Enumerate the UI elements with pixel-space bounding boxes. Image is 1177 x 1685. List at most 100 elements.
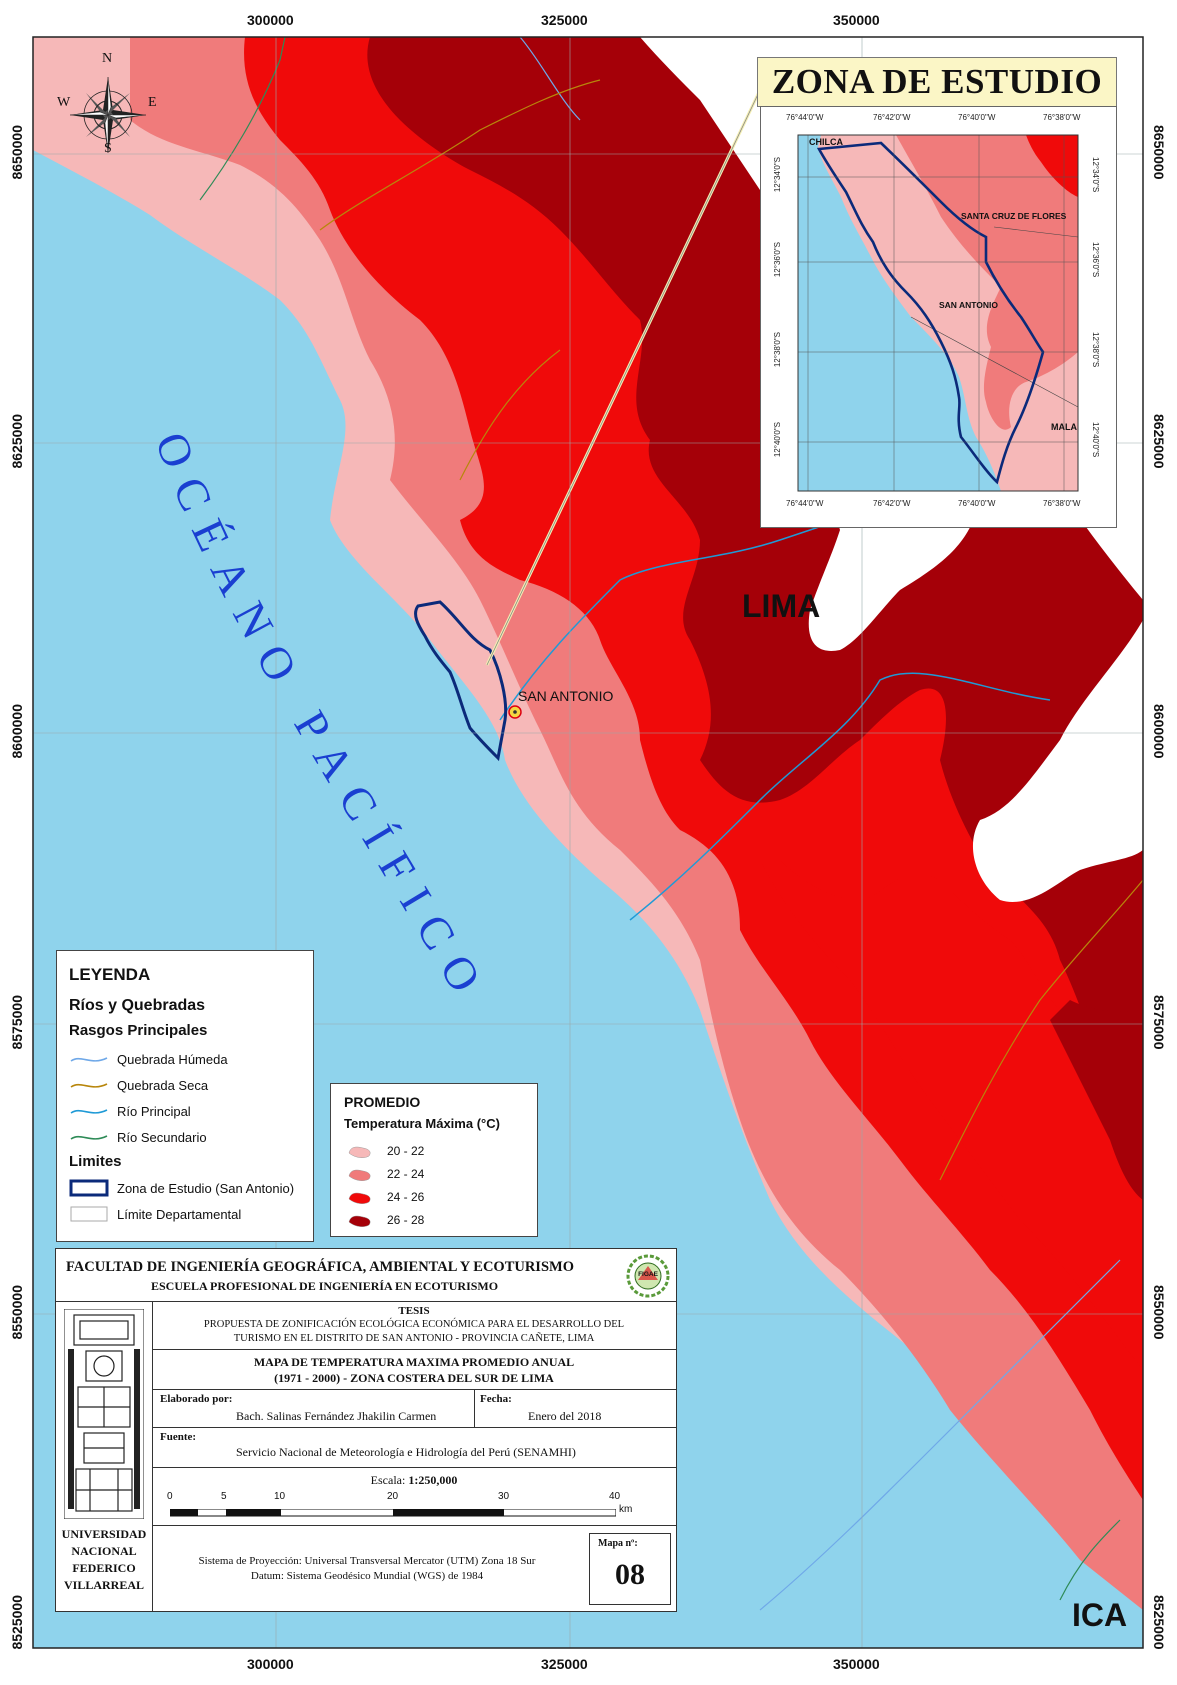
inset-label-chilca: CHILCA xyxy=(809,137,843,147)
x-tick-top-3: 350000 xyxy=(833,12,880,28)
outside-area-2 xyxy=(972,620,1143,903)
zone-26-28-lower xyxy=(1050,1000,1143,1200)
x-tick-top-2: 325000 xyxy=(541,12,588,28)
figae-logo: FIGAE xyxy=(626,1254,670,1298)
inset-right-tick-1: 12°34'0"S xyxy=(1091,157,1100,193)
river-seca xyxy=(319,79,601,231)
y-tick-right-1: 8650000 xyxy=(1151,125,1167,180)
inset-label-santa-cruz: SANTA CRUZ DE FLORES xyxy=(961,211,1067,221)
inset-left-tick-2: 12°36'0"S xyxy=(773,242,782,278)
faculty-name: FACULTAD DE INGENIERÍA GEOGRÁFICA, AMBIE… xyxy=(66,1259,574,1275)
scale-tick-0: 0 xyxy=(167,1491,173,1502)
scale-tick-30: 30 xyxy=(498,1491,510,1502)
inset-top-tick-3: 76°40'0"W xyxy=(958,113,996,122)
legend-features-title: Rasgos Principales xyxy=(69,1022,208,1039)
datum-text: Datum: Sistema Geodésico Mundial (WGS) d… xyxy=(250,1570,484,1582)
temperature-legend-title: PROMEDIO xyxy=(344,1094,421,1110)
date-label: Fecha: xyxy=(480,1393,512,1405)
river-humeda-2 xyxy=(759,1259,1121,1611)
legend-label: Zona de Estudio (San Antonio) xyxy=(117,1180,295,1196)
map-number-value: 08 xyxy=(615,1558,645,1591)
legend-rivers-title: Ríos y Quebradas xyxy=(69,997,206,1014)
class-swatch-icon xyxy=(348,1215,371,1227)
x-tick-bottom-1: 300000 xyxy=(247,1656,294,1672)
legend-label: Quebrada Húmeda xyxy=(117,1051,228,1067)
inset-bottom-tick-4: 76°38'0"W xyxy=(1043,499,1081,508)
y-tick-right-3: 8600000 xyxy=(1151,704,1167,759)
legend-box: LEYENDA Ríos y Quebradas Rasgos Principa… xyxy=(56,950,314,1242)
inset-right-tick-4: 12°40'0"S xyxy=(1091,422,1100,458)
temperature-class-label: 20 - 22 xyxy=(387,1144,425,1158)
author-label: Elaborado por: xyxy=(160,1393,233,1405)
inset-title: ZONA DE ESTUDIO xyxy=(757,57,1117,107)
figae-logo-icon xyxy=(626,1254,670,1298)
school-name: ESCUELA PROFESIONAL DE INGENIERÍA EN ECO… xyxy=(151,1279,499,1293)
inset-top-tick-1: 76°44'0"W xyxy=(786,113,824,122)
date-value: Enero del 2018 xyxy=(528,1409,602,1423)
map-number-label: Mapa nº: xyxy=(598,1538,638,1549)
rio-principal-line-icon xyxy=(70,1109,108,1114)
inset-bottom-tick-2: 76°42'0"W xyxy=(873,499,911,508)
rio-secundario-line-icon xyxy=(70,1135,108,1140)
author-value: Bach. Salinas Fernández Jhakilin Carmen xyxy=(236,1409,437,1423)
class-swatch-icon xyxy=(348,1146,371,1158)
river-seca-3 xyxy=(939,879,1143,1181)
compass-n: N xyxy=(102,51,113,66)
legend-title: LEYENDA xyxy=(69,965,151,984)
compass-s: S xyxy=(104,141,112,156)
scale-unit: km xyxy=(619,1504,633,1515)
river-principal-2 xyxy=(629,672,1051,921)
compass-e: E xyxy=(148,95,157,110)
study-zone-outline xyxy=(414,600,508,762)
scale-tick-40: 40 xyxy=(609,1491,621,1502)
projection-text: Sistema de Proyección: Universal Transve… xyxy=(198,1555,536,1567)
legend-item-quebrada-seca: Quebrada Seca xyxy=(69,1074,208,1096)
scale-text: Escala: 1:250,000 xyxy=(152,1473,676,1488)
scale-bar xyxy=(169,1504,617,1517)
legend-limits-title: Limites xyxy=(69,1153,122,1170)
inset-bottom-tick-1: 76°44'0"W xyxy=(786,499,824,508)
thesis-line-1: PROPUESTA DE ZONIFICACIÓN ECOLÓGICA ECON… xyxy=(203,1319,625,1330)
department-limit-box-icon xyxy=(70,1206,108,1222)
inset-label-san-antonio: SAN ANTONIO xyxy=(939,300,999,310)
y-tick-right-5: 8550000 xyxy=(1151,1285,1167,1340)
inset-right-tick-3: 12°38'0"S xyxy=(1091,332,1100,368)
source-label: Fuente: xyxy=(160,1431,197,1443)
inset-label-mala: MALA xyxy=(1051,422,1077,432)
quebrada-seca-line-icon xyxy=(70,1083,108,1088)
inset-right-tick-2: 12°36'0"S xyxy=(1091,242,1100,278)
x-tick-bottom-3: 350000 xyxy=(833,1656,880,1672)
scale-prefix: Escala: xyxy=(370,1473,409,1487)
temperature-class-4: 26 - 28 xyxy=(347,1210,424,1230)
legend-label: Quebrada Seca xyxy=(117,1077,209,1093)
y-tick-right-4: 8575000 xyxy=(1151,995,1167,1050)
thesis-label: TESIS xyxy=(398,1305,430,1317)
x-tick-bottom-2: 325000 xyxy=(541,1656,588,1672)
point-label-san-antonio: SAN ANTONIO xyxy=(518,688,614,704)
temperature-class-1: 20 - 22 xyxy=(347,1141,424,1161)
compass-w: W xyxy=(57,95,71,110)
class-swatch-icon xyxy=(348,1192,371,1204)
y-tick-right-6: 8525000 xyxy=(1151,1595,1167,1650)
y-tick-right-2: 8625000 xyxy=(1151,414,1167,469)
compass-rose-icon xyxy=(69,76,147,154)
study-zone-box-icon xyxy=(69,1179,109,1197)
university-line-4: VILLARREAL xyxy=(63,1578,144,1592)
thesis-line-2: TURISMO EN EL DISTRITO DE SAN ANTONIO - … xyxy=(233,1333,595,1344)
title-block: FACULTAD DE INGENIERÍA GEOGRÁFICA, AMBIE… xyxy=(55,1248,677,1612)
legend-item-limite-departamental: Límite Departamental xyxy=(69,1203,241,1225)
temperature-legend-subtitle: Temperatura Máxima (°C) xyxy=(344,1116,500,1131)
inset-top-tick-2: 76°42'0"W xyxy=(873,113,911,122)
river-secundario xyxy=(199,37,286,201)
inset-top-tick-4: 76°38'0"W xyxy=(1043,113,1081,122)
scale-tick-5: 5 xyxy=(221,1491,227,1502)
inset-left-tick-4: 12°40'0"S xyxy=(773,422,782,458)
source-value: Servicio Nacional de Meteorología e Hidr… xyxy=(236,1445,576,1459)
university-line-2: NACIONAL xyxy=(71,1544,137,1558)
inset-canvas xyxy=(761,107,1116,527)
river-seca-2 xyxy=(459,349,561,481)
figae-logo-text: FIGAE xyxy=(638,1271,658,1278)
legend-label: Río Secundario xyxy=(117,1129,207,1145)
inset-map: 76°44'0"W 76°42'0"W 76°40'0"W 76°38'0"W … xyxy=(760,106,1117,528)
